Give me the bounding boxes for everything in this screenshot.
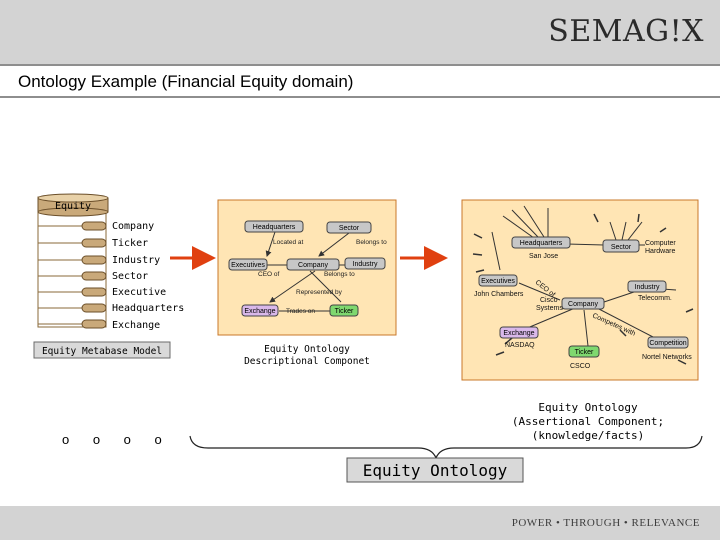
desc-executives-label: Executives bbox=[231, 262, 265, 269]
assert-node-headquarters bbox=[511, 236, 571, 249]
desc-node-ticker bbox=[329, 304, 359, 317]
instance-hardware: Hardware bbox=[645, 248, 675, 255]
field-exchange: Exchange bbox=[112, 320, 160, 331]
assert-node-ticker bbox=[568, 345, 600, 358]
equity-ontology-box bbox=[346, 457, 524, 483]
field-ticker: Ticker bbox=[112, 238, 148, 249]
assertional-component: Headquarters Sector Executives Company I… bbox=[461, 199, 699, 381]
assert-node-sector bbox=[602, 239, 640, 253]
desc-node-sector bbox=[326, 221, 372, 234]
assert-caption-line1: Equity Ontology bbox=[538, 401, 638, 414]
desc-caption-line2: Descriptional Componet bbox=[244, 356, 370, 367]
assert-sector-label: Sector bbox=[611, 244, 632, 251]
rel-represented-by: Represented by bbox=[296, 289, 343, 296]
instance-csco: CSCO bbox=[570, 363, 591, 370]
desc-node-exchange bbox=[241, 304, 279, 317]
page-title: Ontology Example (Financial Equity domai… bbox=[18, 72, 354, 91]
instance-systems: Systems bbox=[536, 305, 563, 312]
metabase-caption-box bbox=[33, 341, 171, 359]
equity-cylinder-label: Equity bbox=[55, 201, 91, 212]
equity-cylinder: Equity bbox=[37, 193, 109, 217]
instance-john-chambers: John Chambers bbox=[474, 291, 524, 298]
assertional-spokes bbox=[472, 213, 694, 365]
assert-company-label: Company bbox=[568, 301, 598, 308]
assert-headquarters-label: Headquarters bbox=[520, 240, 563, 247]
desc-industry-label: Industry bbox=[353, 261, 378, 268]
desc-node-industry bbox=[344, 257, 386, 270]
assertional-caption: Equity Ontology (Assertional Component; … bbox=[512, 401, 664, 442]
assert-ticker-label: Ticker bbox=[575, 349, 594, 356]
header-band: SEMAG!X bbox=[0, 0, 720, 64]
assert-industry-label: Industry bbox=[635, 284, 660, 291]
descriptional-component: Headquarters Sector Executives Company I… bbox=[217, 199, 397, 367]
assert-executives-label: Executives bbox=[481, 278, 515, 285]
assert-competition-label: Competition bbox=[649, 340, 686, 347]
instance-telecomm: Telecomm. bbox=[638, 295, 672, 302]
desc-ticker-label: Ticker bbox=[335, 308, 354, 315]
rel-belongs-to-1: Belongs to bbox=[356, 239, 387, 246]
desc-node-company bbox=[286, 258, 340, 271]
rel-located-at: Located at bbox=[273, 239, 304, 246]
metabase-field-rows bbox=[38, 221, 107, 329]
assert-node-competition bbox=[647, 336, 689, 349]
field-company: Company bbox=[112, 221, 154, 232]
desc-exchange-label: Exchange bbox=[244, 308, 275, 315]
rel-ceo-of: CEO of bbox=[258, 271, 280, 278]
assert-node-executives bbox=[478, 274, 518, 287]
footer-band: POWER • THROUGH • RELEVANCE bbox=[0, 506, 720, 540]
footer-tagline: POWER • THROUGH • RELEVANCE bbox=[511, 517, 700, 529]
field-sector: Sector bbox=[112, 271, 148, 282]
field-executive: Executive bbox=[112, 287, 166, 298]
desc-company-label: Company bbox=[298, 262, 328, 269]
assert-caption-line3: (knowledge/facts) bbox=[532, 429, 645, 442]
assert-exchange-label: Exchange bbox=[503, 330, 534, 337]
instance-san-jose: San Jose bbox=[529, 253, 558, 260]
desc-sector-label: Sector bbox=[339, 225, 360, 232]
ellipsis-dots: o o o o bbox=[62, 432, 172, 447]
desc-node-executives bbox=[228, 258, 268, 271]
metabase-caption: Equity Metabase Model bbox=[42, 346, 162, 357]
field-headquarters: Headquarters bbox=[112, 303, 184, 314]
assert-node-company bbox=[561, 297, 605, 310]
assertional-edges bbox=[491, 205, 677, 347]
assert-node-exchange bbox=[499, 326, 539, 339]
instance-cisco: Cisco bbox=[540, 297, 558, 304]
desc-headquarters-label: Headquarters bbox=[253, 224, 296, 231]
rel-trades-on: Trades on bbox=[286, 308, 315, 315]
instance-nasdaq: NASDAQ bbox=[505, 342, 535, 349]
equity-ontology-label: Equity Ontology bbox=[363, 461, 508, 480]
rel-belongs-to-2: Belongs to bbox=[324, 271, 355, 278]
title-bar: Ontology Example (Financial Equity domai… bbox=[0, 64, 720, 98]
instance-computer: Computer bbox=[645, 240, 676, 247]
metabase-model: Equity Company Ticker Industry Sector Ex… bbox=[33, 193, 184, 359]
instance-nortel: Nortel Networks bbox=[642, 354, 692, 361]
desc-node-headquarters bbox=[244, 220, 304, 233]
assert-node-industry bbox=[627, 280, 667, 293]
desc-caption-line1: Equity Ontology bbox=[264, 344, 350, 355]
assert-caption-line2: (Assertional Component; bbox=[512, 415, 664, 428]
semagix-logo: SEMAG!X bbox=[548, 14, 704, 49]
field-industry: Industry bbox=[112, 255, 160, 266]
